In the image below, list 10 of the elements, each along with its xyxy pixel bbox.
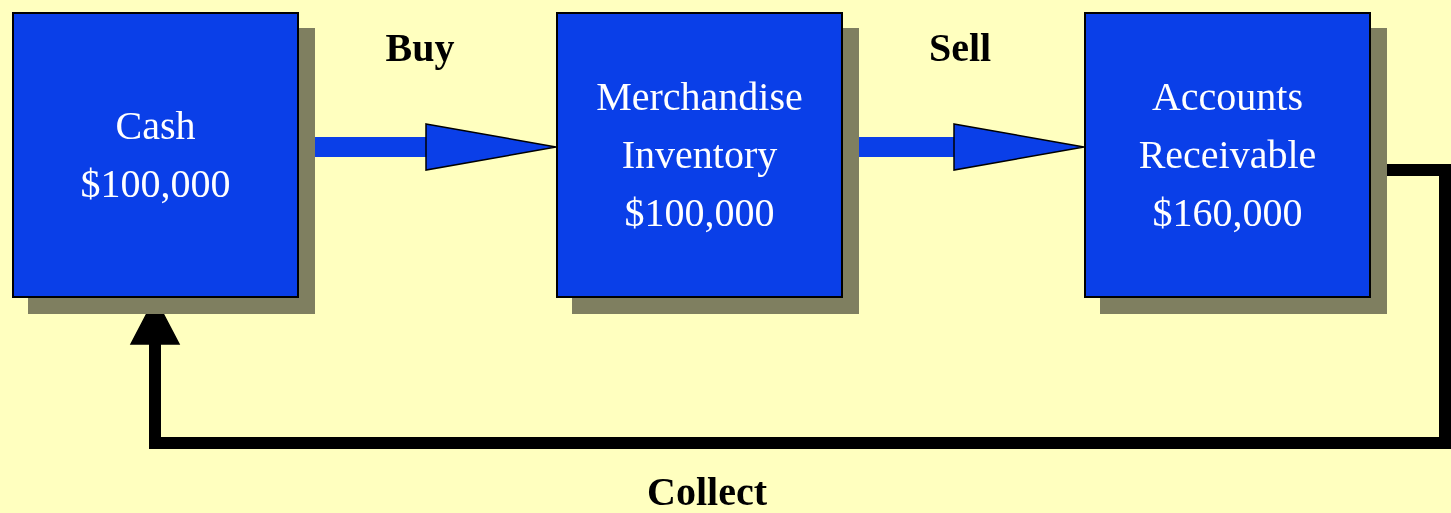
account-text: Accounts Receivable (1137, 73, 1318, 179)
account-text: $100,000 (80, 160, 231, 208)
edge-label: Sell (928, 26, 992, 70)
account-text: Cash (115, 102, 196, 150)
account-text: $160,000 (1152, 189, 1303, 237)
account-text: Merchandise Inventory (595, 73, 804, 179)
arrow (130, 164, 1451, 449)
edge-label: Collect (647, 470, 767, 513)
edge-label: Buy (385, 26, 455, 70)
account-text: $100,000 (624, 189, 775, 237)
